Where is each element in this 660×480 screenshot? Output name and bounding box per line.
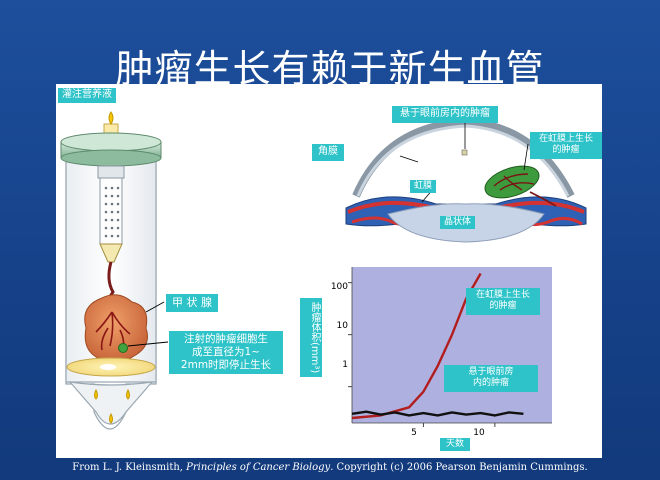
figure-panel: 灌注营养液 甲 状 腺 注射的肿瘤细胞生 成至直径为1~ 2mm时即停止生长 悬… xyxy=(56,84,602,458)
tumor-cell-note: 注射的肿瘤细胞生 成至直径为1~ 2mm时即停止生长 xyxy=(169,331,283,375)
perfusion-apparatus xyxy=(60,111,169,430)
chart-ytick-100: 100 xyxy=(330,282,348,292)
figure-drawing xyxy=(60,111,587,430)
citation-footer: From L. J. Kleinsmith, Principles of Can… xyxy=(0,462,660,473)
perfusion-label: 灌注营养液 xyxy=(58,88,116,103)
eye-diagram xyxy=(345,117,587,243)
suspended-tumor-label: 悬于眼前房内的肿瘤 xyxy=(392,106,498,123)
citation-suffix: . Copyright (c) 2006 Pearson Benjamin Cu… xyxy=(330,462,588,473)
slide-title: 肿瘤生长有赖于新生血管 xyxy=(115,47,545,91)
chart-y-label: 肿瘤体积(mm³) xyxy=(300,298,322,378)
series-line-1 xyxy=(351,410,524,417)
chart-x-label: 天数 xyxy=(440,438,471,452)
series-label-iris: 在虹膜上生长 的肿瘤 xyxy=(466,288,540,315)
cornea-label: 角膜 xyxy=(312,144,344,161)
series-label-suspended: 悬于眼前房 内的肿瘤 xyxy=(444,365,538,392)
iris-tumor-label: 在虹膜上生长 的肿瘤 xyxy=(530,132,602,159)
thyroid-label: 甲 状 腺 xyxy=(166,294,218,312)
lens-label: 晶状体 xyxy=(440,216,476,230)
chart-ytick-10: 10 xyxy=(336,321,348,331)
chart-xtick-10: 10 xyxy=(473,428,485,438)
citation-book: Principles of Cancer Biology xyxy=(186,462,331,473)
chart-xtick-5: 5 xyxy=(411,428,417,438)
citation-prefix: From L. J. Kleinsmith, xyxy=(72,462,187,473)
iris-label: 虹膜 xyxy=(410,180,437,194)
chart-ytick-1: 1 xyxy=(342,360,348,370)
